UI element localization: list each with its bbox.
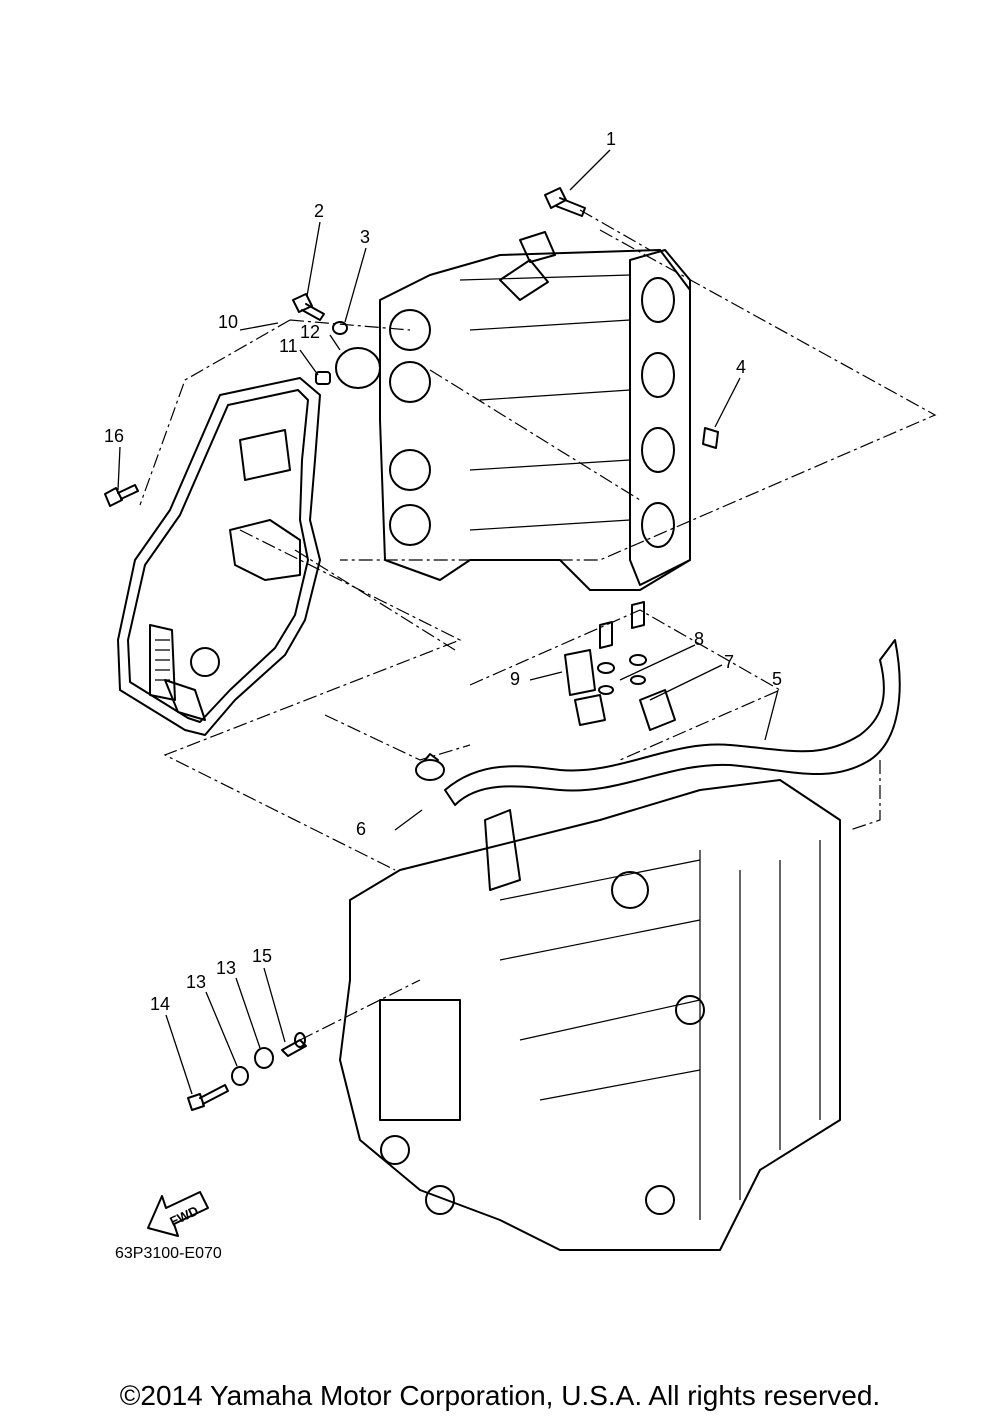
part-oring-3 [332,321,348,335]
part-clip-9 [564,649,606,726]
part-collar-11 [315,371,331,385]
part-hose-5 [444,639,901,806]
callout-12: 12 [300,322,320,342]
copyright-notice: ©2014 Yamaha Motor Corporation, U.S.A. A… [119,1380,881,1411]
part-grommet-13a [231,1066,249,1086]
callout-1: 1 [606,129,616,149]
callout-9: 9 [510,669,520,689]
part-collar-15 [281,1032,307,1057]
callout-7: 7 [724,652,734,672]
callout-4: 4 [736,357,746,377]
callout-11: 11 [279,336,298,356]
callout-10: 10 [218,312,238,332]
callout-2: 2 [314,201,324,221]
callout-8: 8 [694,629,704,649]
callout-13b: 13 [216,958,236,978]
part-silencer-10 [117,377,321,736]
part-engine-block [339,779,841,1251]
callout-14: 14 [150,994,170,1014]
part-bolt-16 [104,484,139,507]
callout-leader-lines [117,149,779,1095]
diagram-code: 63P3100-E070 [115,1245,222,1262]
callout-labels: 1 2 3 4 5 6 7 8 9 10 11 12 13 13 14 15 1… [104,129,782,1014]
callout-16: 16 [104,426,124,446]
part-intake-manifold [379,231,691,591]
callout-13a: 13 [186,972,206,992]
callout-6: 6 [356,819,366,839]
part-bolt-2 [292,293,325,321]
callout-3: 3 [360,227,370,247]
fwd-arrow-icon: FWD [147,1191,209,1237]
part-bracket-7 [639,689,676,731]
callout-5: 5 [772,669,782,689]
exploded-parts-diagram: 1 2 3 4 5 6 7 8 9 10 11 12 13 13 14 15 1… [104,129,937,1251]
part-pin-4 [702,427,719,449]
part-clamp-6 [415,753,445,781]
part-bolts-washers-8 [597,601,647,695]
assembly-guide-lines [139,209,937,1041]
part-bolt-14 [187,1084,229,1111]
part-gasket-12 [335,347,381,389]
part-grommet-13b [254,1047,274,1069]
part-bolt-1 [544,187,586,217]
callout-15: 15 [252,946,272,966]
